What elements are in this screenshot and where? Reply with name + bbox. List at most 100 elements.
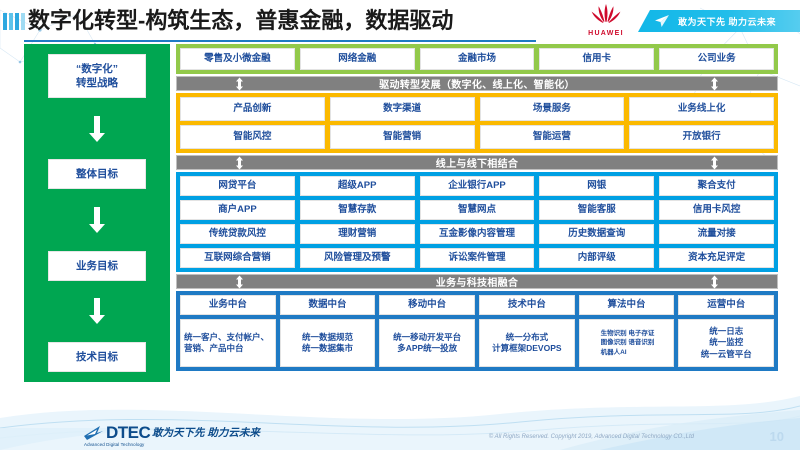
cell-smart-marketing[interactable]: 智能营销 (329, 125, 475, 149)
down-arrow-icon (89, 298, 105, 325)
applications-row-3: 传统贷款风控 理财营销 互金影像内容管理 历史数据查询 流量对接 (180, 224, 774, 244)
strategy-rail: “数字化” 转型战略 整体目标 业务目标 技术目标 (24, 44, 170, 382)
cell-merchant-app[interactable]: 商户APP (180, 200, 295, 220)
cell-traditional-loan-risk[interactable]: 传统贷款风控 (180, 224, 295, 244)
cell-smart-deposit[interactable]: 智慧存款 (299, 200, 415, 220)
layered-architecture: 零售及小微金融 网络金融 金融市场 信用卡 公司业务 驱动转型发展（数字化、线上… (176, 44, 778, 371)
cell-product-innovation[interactable]: 产品创新 (180, 97, 325, 121)
band-label-online-offline: 线上与线下相结合 (435, 159, 519, 170)
band-label-business-tech-fusion: 业务与科技相融合 (435, 278, 519, 289)
double-arrow-icon (711, 156, 718, 169)
cell-smart-operations[interactable]: 智能运营 (479, 125, 625, 149)
double-arrow-icon (711, 77, 718, 90)
double-arrow-icon (236, 156, 243, 169)
slide-footer: DTEC Advanced Digital Technology 敢为天下先 助… (0, 396, 800, 450)
cell-litigation-case-mgmt[interactable]: 诉讼案件管理 (419, 248, 535, 268)
huawei-flower-icon (591, 4, 621, 23)
cell-internal-rating[interactable]: 内部评级 (539, 248, 655, 268)
midplatform-column-algorithm: 算法中台 生物识别 电子存证 图像识别 语音识别 机器人AI (578, 295, 675, 367)
slide-header: 数字化转型-构筑生态，普惠金融，数据驱动 HUAWEI 敢为天下先 助力云未来 (0, 0, 800, 42)
slide-body: “数字化” 转型战略 整体目标 业务目标 技术目标 零售及小微金融 网络金融 金… (0, 44, 800, 396)
down-arrow-icon (89, 115, 105, 142)
midplatform-body-technology: 统一分布式 计算框架DEVOPS (479, 319, 575, 367)
midplatform-grid: 业务中台 统一客户、支付帐户、营销、产品中台 数据中台 统一数据规范 统一数据集… (180, 295, 775, 367)
cell-retail-micro-finance[interactable]: 零售及小微金融 (180, 48, 295, 70)
business-lines-row: 零售及小微金融 网络金融 金融市场 信用卡 公司业务 (180, 48, 774, 70)
band-label-drive-transformation: 驱动转型发展（数字化、线上化、智能化） (379, 80, 575, 91)
cell-aggregate-payment[interactable]: 聚合支付 (659, 176, 774, 196)
dtec-mark-icon (84, 426, 103, 440)
cell-corporate-business[interactable]: 公司业务 (659, 48, 774, 70)
double-arrow-icon (711, 275, 718, 288)
cell-smart-branch[interactable]: 智慧网点 (419, 200, 535, 220)
capabilities-row-2: 智能风控 智能营销 智能运营 开放银行 (180, 125, 774, 149)
midplatform-body-data: 统一数据规范 统一数据集市 (279, 319, 376, 367)
rail-item-business-goal[interactable]: 业务目标 (48, 250, 146, 281)
cell-historical-data-query[interactable]: 历史数据查询 (539, 224, 655, 244)
cell-credit-card[interactable]: 信用卡 (539, 48, 655, 70)
midplatform-panel: 业务中台 统一客户、支付帐户、营销、产品中台 数据中台 统一数据规范 统一数据集… (176, 291, 778, 371)
applications-row-2: 商户APP 智慧存款 智慧网点 智能客服 信用卡风控 (180, 200, 774, 220)
cell-internet-finance[interactable]: 网络金融 (299, 48, 415, 70)
capabilities-panel: 产品创新 数字渠道 场景服务 业务线上化 智能风控 智能营销 智能运营 开放银行 (176, 93, 778, 153)
midplatform-body-operations: 统一日志 统一监控 统一云管平台 (678, 319, 775, 367)
paper-plane-icon (655, 15, 669, 27)
cell-super-app[interactable]: 超级APP (299, 176, 415, 196)
dtec-tagline: Advanced Digital Technology (84, 442, 145, 447)
double-arrow-icon (236, 77, 243, 90)
cell-business-online[interactable]: 业务线上化 (629, 97, 774, 121)
business-lines-panel: 零售及小微金融 网络金融 金融市场 信用卡 公司业务 (176, 44, 778, 74)
dtec-wordmark: DTEC (106, 423, 151, 442)
cell-internet-marketing[interactable]: 互联网综合营销 (180, 248, 295, 268)
dtec-logo: DTEC (84, 423, 151, 442)
midplatform-body-mobile: 统一移动开发平台 多APP统一投放 (379, 319, 476, 367)
cell-online-lending-platform[interactable]: 网贷平台 (180, 176, 295, 196)
midplatform-head-data[interactable]: 数据中台 (279, 295, 376, 315)
midplatform-body-algorithm: 生物识别 电子存证 图像识别 语音识别 机器人AI (578, 319, 675, 367)
page-number: 10 (769, 429, 784, 444)
cell-smart-customer-service[interactable]: 智能客服 (539, 200, 655, 220)
rail-item-technology-goal[interactable]: 技术目标 (48, 341, 146, 372)
midplatform-column-data: 数据中台 统一数据规范 统一数据集市 (279, 295, 376, 367)
cell-scenario-service[interactable]: 场景服务 (479, 97, 625, 121)
cell-online-bank[interactable]: 网银 (539, 176, 655, 196)
divider-band-drive-transformation: 驱动转型发展（数字化、线上化、智能化） (176, 76, 778, 91)
cell-risk-mgmt-alert[interactable]: 风险管理及预警 (299, 248, 415, 268)
page-title: 数字化转型-构筑生态，普惠金融，数据驱动 (28, 8, 454, 33)
dtec-slogan: 敢为天下先 助力云未来 (152, 427, 260, 439)
huawei-logo: HUAWEI (578, 2, 634, 40)
cell-smart-risk-control[interactable]: 智能风控 (180, 125, 325, 149)
midplatform-column-technology: 技术中台 统一分布式 计算框架DEVOPS (479, 295, 575, 367)
cell-open-banking[interactable]: 开放银行 (629, 125, 774, 149)
cell-credit-card-risk[interactable]: 信用卡风控 (659, 200, 774, 220)
cell-wealth-marketing[interactable]: 理财营销 (299, 224, 415, 244)
cell-capital-adequacy[interactable]: 资本充足评定 (659, 248, 774, 268)
capabilities-row-1: 产品创新 数字渠道 场景服务 业务线上化 (180, 97, 774, 121)
midplatform-column-business: 业务中台 统一客户、支付帐户、营销、产品中台 (180, 295, 276, 367)
midplatform-body-business: 统一客户、支付帐户、营销、产品中台 (180, 319, 276, 367)
midplatform-head-business[interactable]: 业务中台 (180, 295, 276, 315)
cell-financial-market[interactable]: 金融市场 (419, 48, 535, 70)
cell-traffic-integration[interactable]: 流量对接 (659, 224, 774, 244)
cell-image-content-mgmt[interactable]: 互金影像内容管理 (419, 224, 535, 244)
cell-digital-channel[interactable]: 数字渠道 (329, 97, 475, 121)
title-underline (24, 40, 536, 42)
midplatform-head-algorithm[interactable]: 算法中台 (578, 295, 675, 315)
midplatform-head-mobile[interactable]: 移动中台 (379, 295, 476, 315)
rail-item-overall-goal[interactable]: 整体目标 (48, 159, 146, 190)
copyright-text: © All Rights Reserved. Copyright 2019, A… (488, 434, 694, 440)
huawei-wordmark: HUAWEI (588, 30, 624, 37)
double-arrow-icon (236, 275, 243, 288)
corner-stripe-decoration (3, 13, 25, 30)
ribbon-slogan: 敢为天下先 助力云未来 (678, 16, 777, 27)
midplatform-head-technology[interactable]: 技术中台 (479, 295, 575, 315)
midplatform-column-mobile: 移动中台 统一移动开发平台 多APP统一投放 (379, 295, 476, 367)
applications-row-1: 网贷平台 超级APP 企业银行APP 网银 聚合支付 (180, 176, 774, 196)
divider-band-business-tech-fusion: 业务与科技相融合 (176, 274, 778, 289)
applications-panel: 网贷平台 超级APP 企业银行APP 网银 聚合支付 商户APP 智慧存款 智慧… (176, 172, 778, 272)
rail-item-strategy[interactable]: “数字化” 转型战略 (48, 54, 146, 98)
midplatform-column-operations: 运营中台 统一日志 统一监控 统一云管平台 (678, 295, 775, 367)
midplatform-head-operations[interactable]: 运营中台 (678, 295, 775, 315)
cell-corporate-bank-app[interactable]: 企业银行APP (419, 176, 535, 196)
